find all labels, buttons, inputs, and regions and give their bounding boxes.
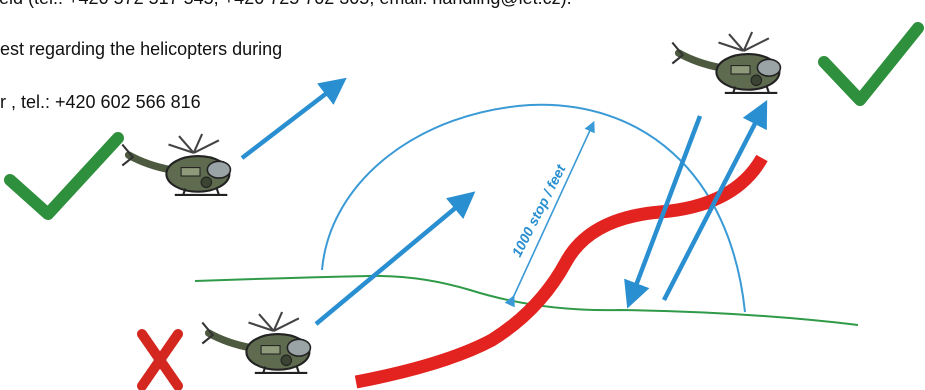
helicopter-icon-bottom [202,312,310,373]
helicopter-icon-left [122,134,230,195]
distance-label: 1000 stop / feet [508,161,569,260]
arrow-upper-left [242,86,336,158]
flight-path [356,158,762,382]
arrow-center [316,200,465,324]
check-mark-right [824,28,918,100]
helicopter-icon-top-right [672,32,780,93]
check-mark-left [10,138,118,214]
cross-mark [142,334,178,386]
